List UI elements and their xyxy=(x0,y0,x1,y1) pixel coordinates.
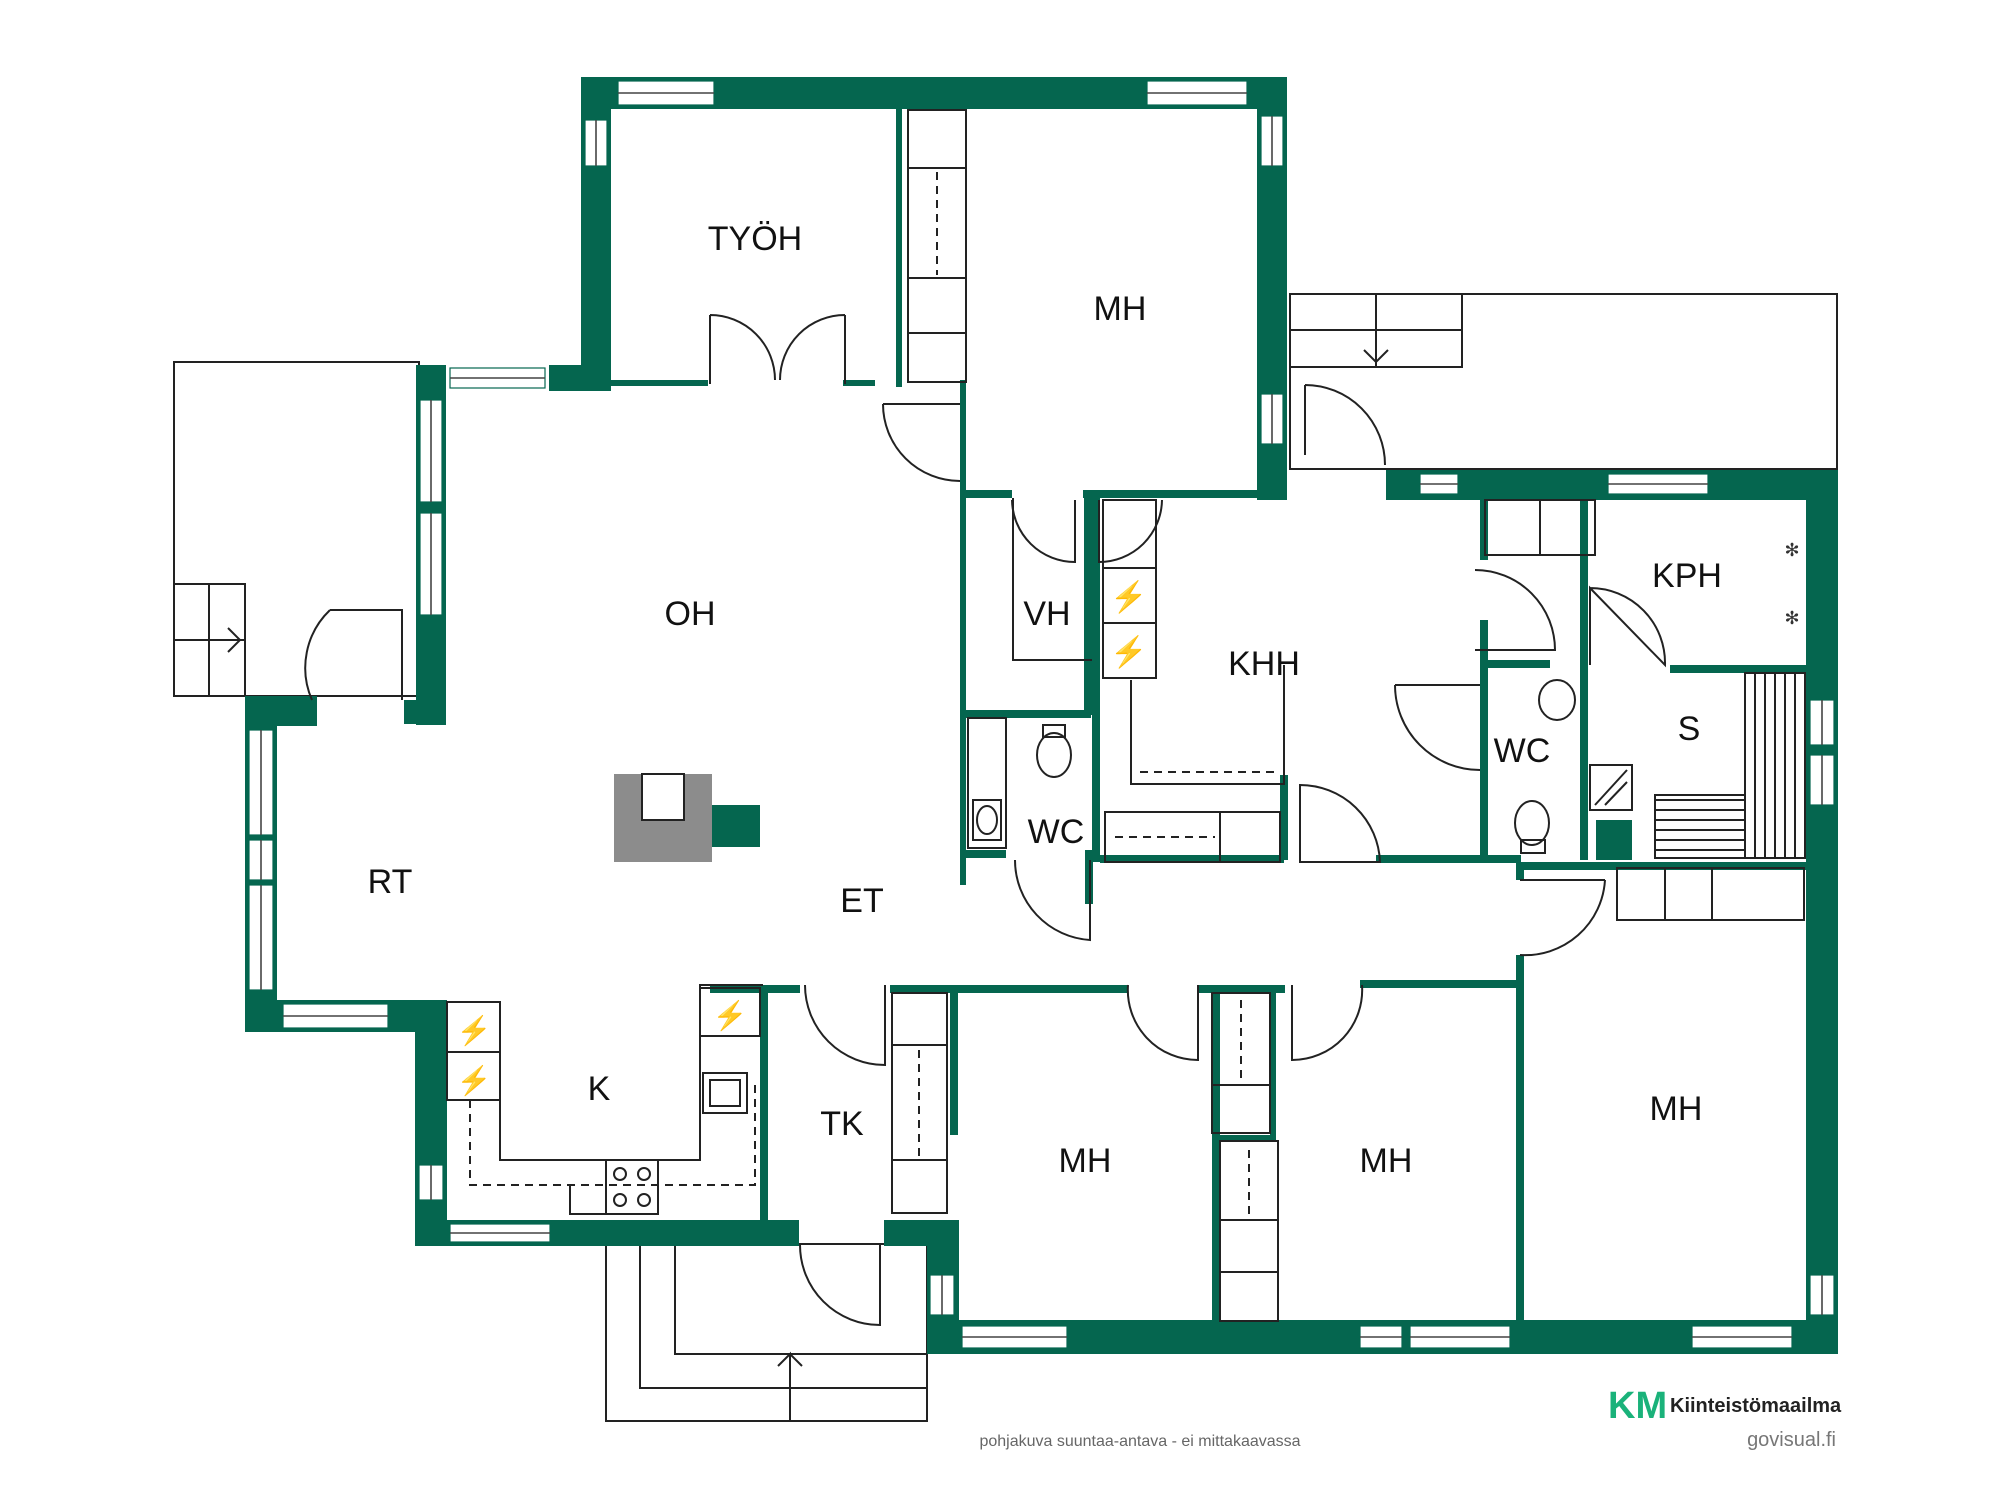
room-label-k: K xyxy=(588,1070,611,1108)
kitchen-sink-icon xyxy=(702,1072,748,1114)
room-label-vh: VH xyxy=(1023,595,1070,633)
chimney xyxy=(712,805,760,847)
arrow-bottom xyxy=(777,1351,803,1385)
shower-icon: ✻ xyxy=(1784,540,1799,560)
brand-mark: KM xyxy=(1608,1385,1667,1427)
room-label-oh: OH xyxy=(665,595,716,633)
appliance-icon: ⚡ xyxy=(457,1064,492,1097)
sink-icon xyxy=(1538,679,1576,721)
room-label-mh-top: MH xyxy=(1094,290,1147,328)
room-label-wc-right: WC xyxy=(1494,732,1551,770)
room-labels: TYÖH MH OH VH KHH KPH S WC WC RT ET K TK… xyxy=(368,220,1722,1180)
appliance-icon: ⚡ xyxy=(1110,634,1147,670)
walls xyxy=(245,77,1838,1354)
room-label-mh-right: MH xyxy=(1650,1090,1703,1128)
room-label-kph: KPH xyxy=(1652,557,1722,595)
arrow-left xyxy=(210,627,243,653)
room-label-s: S xyxy=(1678,710,1701,748)
sauna-stove xyxy=(1589,764,1633,811)
sauna-slats xyxy=(1654,673,1796,859)
terrace-right xyxy=(1289,293,1838,470)
shower-icon: ✻ xyxy=(1784,608,1799,628)
wardrobe-mh-top xyxy=(907,109,967,383)
room-label-et: ET xyxy=(840,882,883,920)
disclaimer-text: pohjakuva suuntaa-antava - ei mittakaava… xyxy=(979,1433,1300,1450)
terrace-left xyxy=(173,361,420,697)
appliance-icon: ⚡ xyxy=(457,1014,492,1047)
room-label-khh: KHH xyxy=(1228,645,1300,683)
appliance-icon: ⚡ xyxy=(1110,579,1147,615)
room-label-tk: TK xyxy=(820,1105,864,1143)
fixtures: ⚡ ⚡ ✻ ✻ xyxy=(446,109,1806,1322)
terrace-bottom xyxy=(605,1243,928,1422)
toilet-icon xyxy=(1036,732,1072,778)
windows xyxy=(248,80,1835,1349)
brand-logo: KM Kiinteistömaailma xyxy=(1608,1385,1842,1427)
room-label-mh-bottom-1: MH xyxy=(1059,1142,1112,1180)
sink-icon xyxy=(976,805,998,835)
brand-name: Kiinteistömaailma xyxy=(1670,1395,1842,1417)
room-label-rt: RT xyxy=(368,863,413,901)
doors xyxy=(304,314,1667,1327)
room-label-tyoh: TYÖH xyxy=(708,220,802,258)
room-label-mh-bottom-2: MH xyxy=(1360,1142,1413,1180)
stove-icon xyxy=(605,1159,659,1215)
toilet-icon xyxy=(1514,800,1550,846)
arrow-right xyxy=(1363,330,1389,365)
appliance-icon: ⚡ xyxy=(713,999,748,1032)
site-text: govisual.fi xyxy=(1747,1429,1836,1451)
room-label-wc-left: WC xyxy=(1028,813,1085,851)
